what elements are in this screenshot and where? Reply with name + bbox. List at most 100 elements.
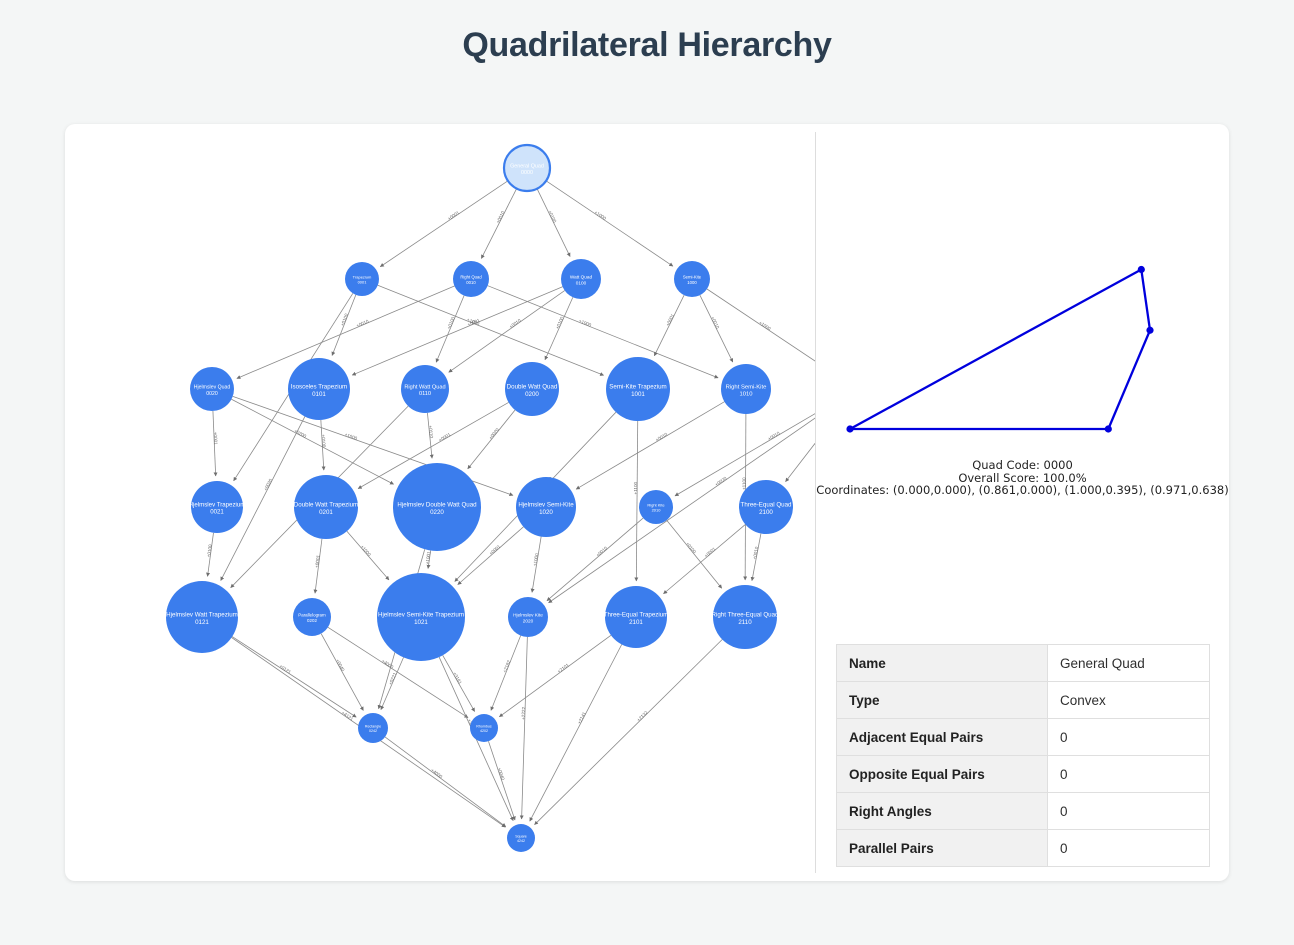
graph-edge-label: +0001 xyxy=(467,317,481,327)
graph-edge xyxy=(351,286,563,376)
graph-edge-label: +2222 xyxy=(521,706,526,719)
node-circle[interactable] xyxy=(721,364,771,414)
graph-edge-label: +4000 xyxy=(381,658,395,669)
node-circle[interactable] xyxy=(401,365,449,413)
quad-shape-edge xyxy=(1107,329,1152,430)
graph-edge xyxy=(545,180,674,267)
quad-shape-vertex xyxy=(1146,326,1154,334)
node-circle[interactable] xyxy=(606,357,670,421)
graph-edge-label: +2132 xyxy=(636,710,649,723)
graph-edge-label: +1000 xyxy=(593,210,607,222)
graph-edge xyxy=(706,288,815,362)
node-circle[interactable] xyxy=(191,481,243,533)
node-circle[interactable] xyxy=(713,585,777,649)
graph-edge xyxy=(320,419,326,471)
quad-shape-edge xyxy=(1140,269,1152,331)
property-value: 0 xyxy=(1047,755,1210,793)
graph-edge xyxy=(380,657,404,711)
graph-edge xyxy=(699,294,734,363)
node-circle[interactable] xyxy=(293,598,331,636)
node-circle[interactable] xyxy=(453,261,489,297)
node-circle[interactable] xyxy=(605,586,667,648)
node-circle[interactable] xyxy=(470,714,498,742)
graph-edge xyxy=(327,626,469,719)
node-circle[interactable] xyxy=(358,713,388,743)
graph-edge-label: +0100 xyxy=(555,316,565,330)
graph-edge-label: +1000 xyxy=(466,317,480,327)
graph-edge xyxy=(544,297,574,361)
node-circle[interactable] xyxy=(639,490,673,524)
graph-edge-label: +0010 xyxy=(595,545,608,557)
quad-detail-panel: Quad Code: 0000 Overall Score: 100.0% Co… xyxy=(816,124,1229,881)
graph-edge-label: +0001 xyxy=(213,432,219,446)
node-circle[interactable] xyxy=(561,259,601,299)
graph-edge xyxy=(530,536,542,593)
graph-edge xyxy=(357,402,509,489)
graph-edge-label: +0001 xyxy=(314,554,321,568)
node-circle[interactable] xyxy=(288,358,350,420)
property-key: Parallel Pairs xyxy=(836,829,1048,867)
node-circle[interactable] xyxy=(377,573,465,661)
graph-edge xyxy=(785,442,815,482)
graph-edge-label: +0001 xyxy=(438,432,452,443)
page-title: Quadrilateral Hierarchy xyxy=(462,26,832,64)
node-circle[interactable] xyxy=(516,477,576,537)
graph-edge-label: +0020 xyxy=(714,476,728,488)
node-circle[interactable] xyxy=(508,597,548,637)
property-key: Type xyxy=(836,681,1048,719)
graph-edge xyxy=(467,409,516,470)
node-circle[interactable] xyxy=(505,362,559,416)
graph-edge xyxy=(750,533,762,582)
node-circle[interactable] xyxy=(190,367,234,411)
node-circle[interactable] xyxy=(739,480,793,534)
node-circle[interactable] xyxy=(502,143,552,193)
hierarchy-graph[interactable]: +0001+0010+0100+1000+0100+0020+1000+0010… xyxy=(65,124,815,881)
node-circle[interactable] xyxy=(507,824,535,852)
graph-edge-label: +0100 xyxy=(547,210,557,224)
quad-caption: Quad Code: 0000 Overall Score: 100.0% Co… xyxy=(816,458,1229,497)
node-circle[interactable] xyxy=(294,475,358,539)
graph-edge xyxy=(236,285,455,379)
graph-edge xyxy=(634,420,639,582)
graph-edge xyxy=(674,413,815,497)
node-circle[interactable] xyxy=(674,261,710,297)
node-circle[interactable] xyxy=(166,581,238,653)
graph-edge xyxy=(426,550,432,569)
graph-edge-label: +1100 xyxy=(633,481,638,494)
graph-edge xyxy=(548,417,815,604)
node-circle[interactable] xyxy=(393,463,481,551)
hierarchy-graph-panel[interactable]: +0001+0010+0100+1000+0100+0020+1000+0010… xyxy=(65,124,815,881)
graph-edge-label: +2141 xyxy=(577,711,588,725)
property-value: 0 xyxy=(1047,718,1210,756)
graph-edge xyxy=(331,294,357,356)
node-circle[interactable] xyxy=(345,262,379,296)
